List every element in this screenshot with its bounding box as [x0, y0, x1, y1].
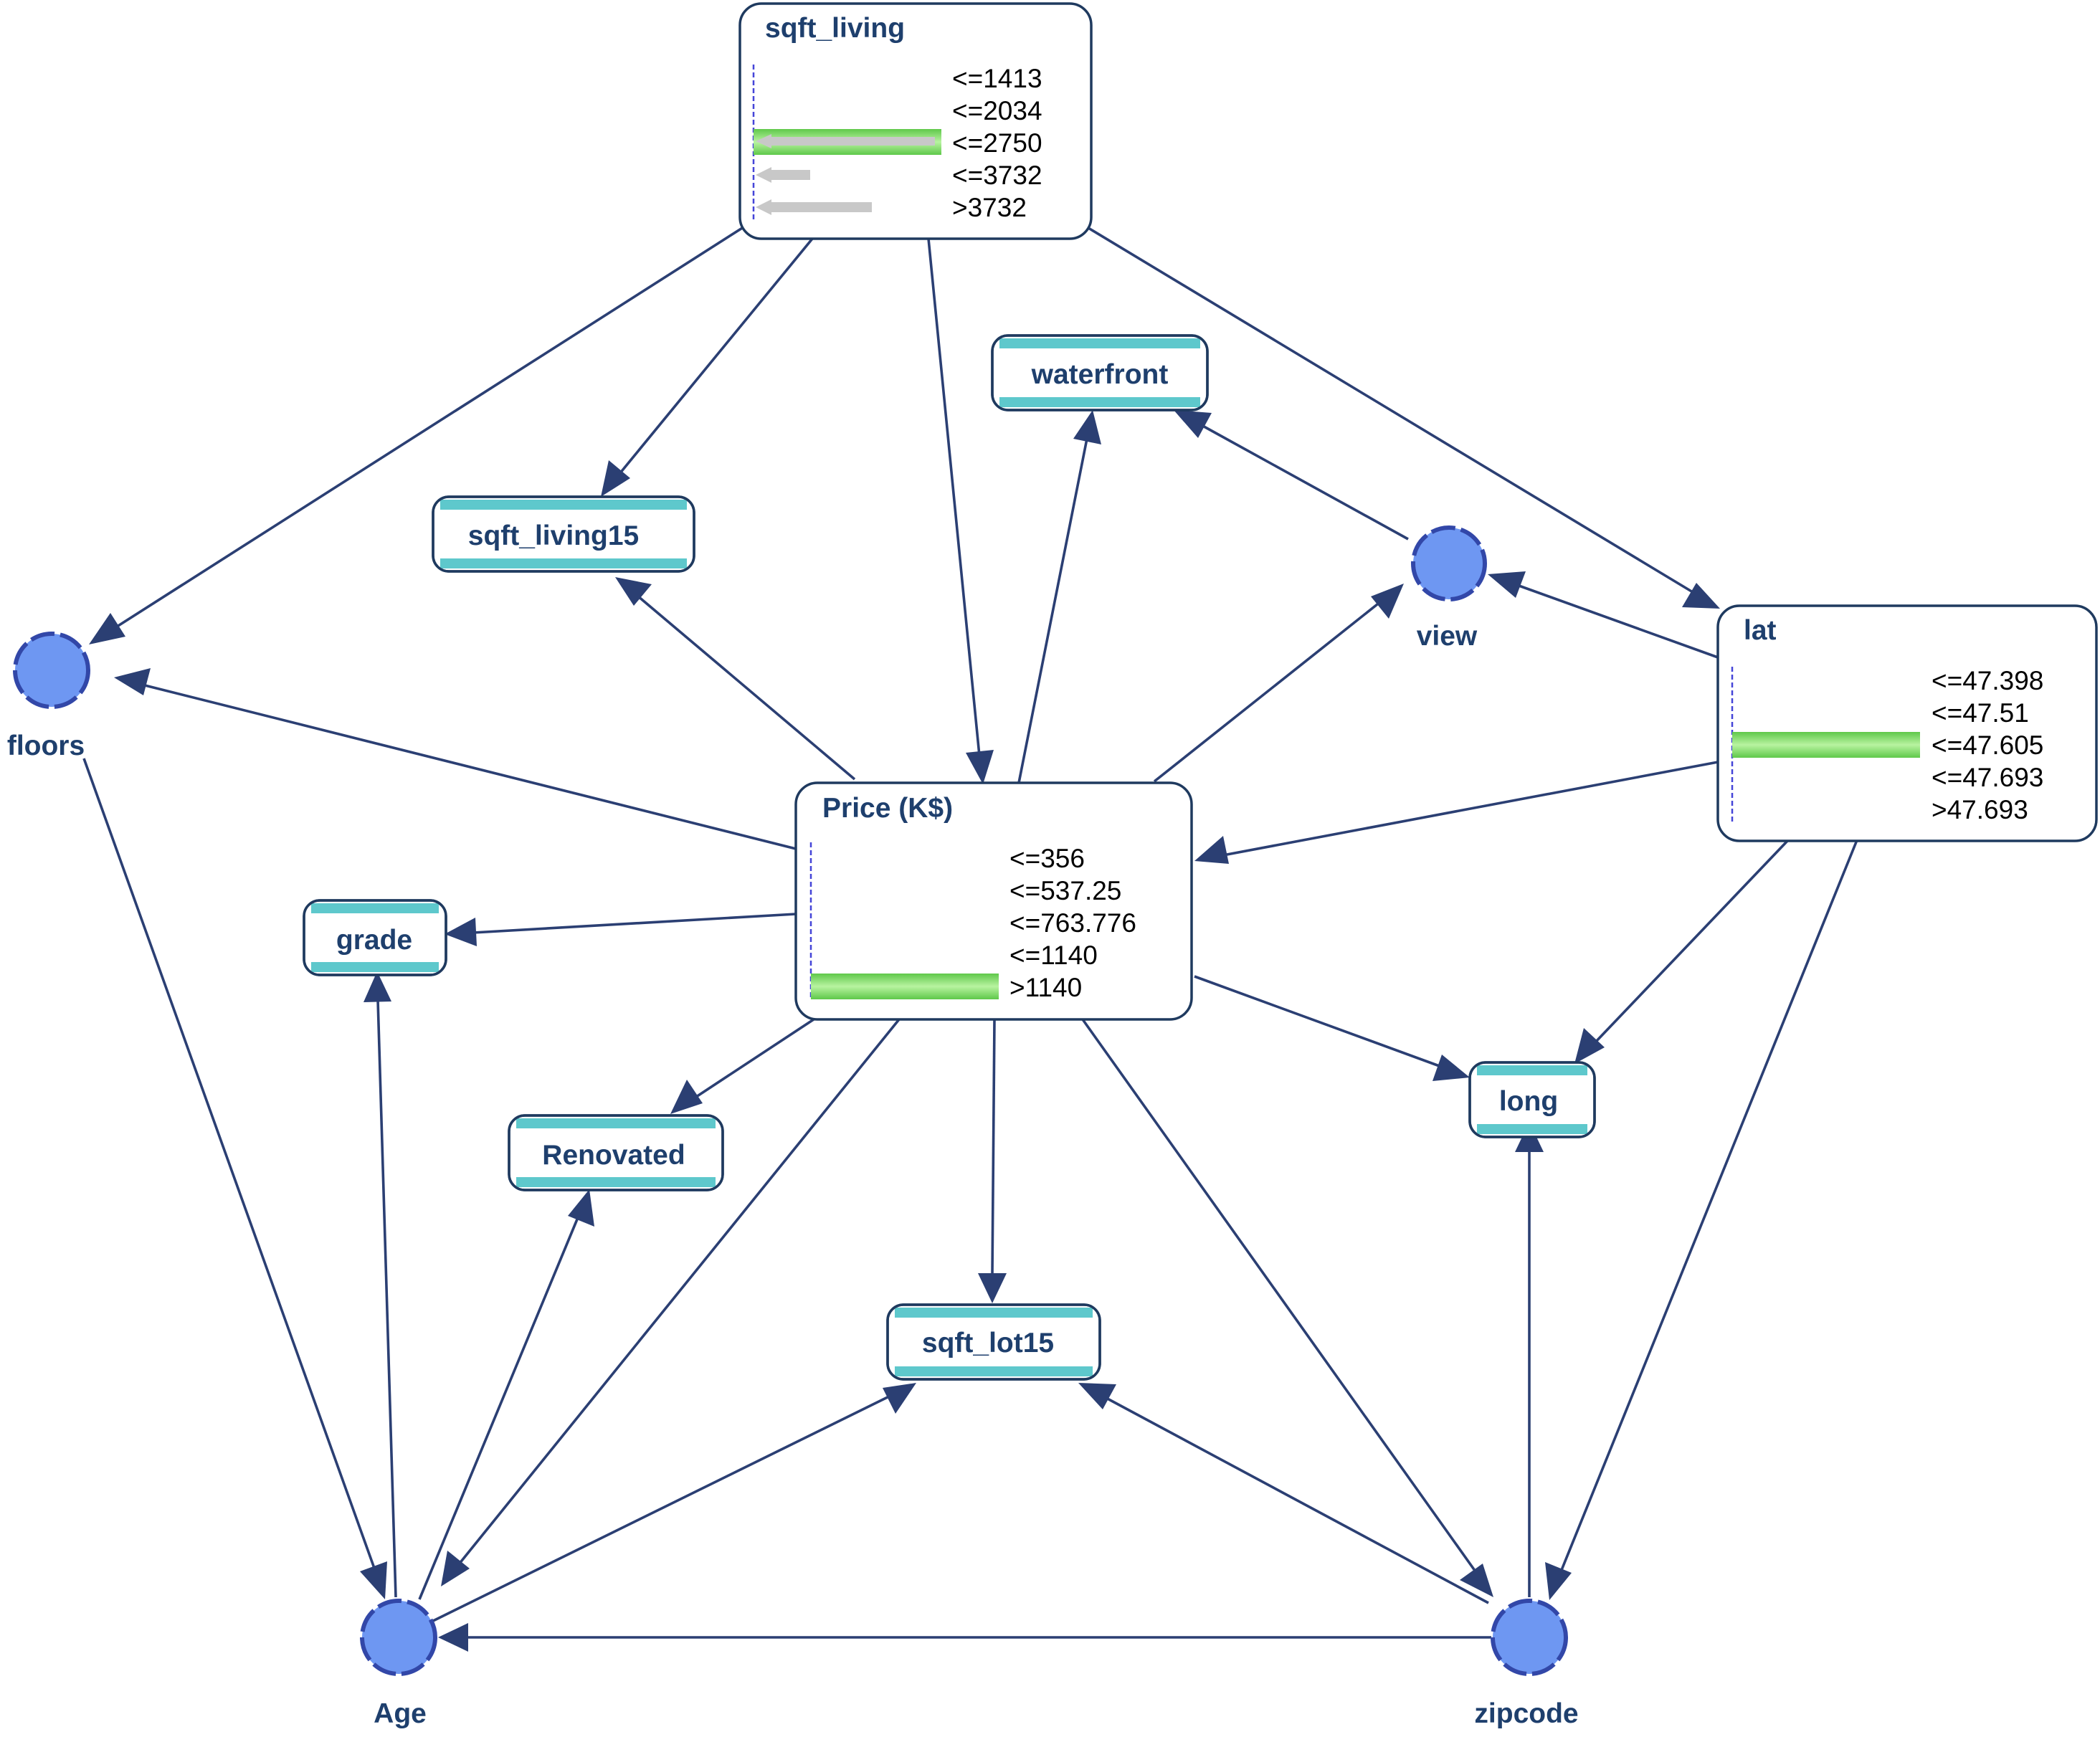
edge-view-to-waterfront [1174, 410, 1409, 541]
node-label: zipcode [1474, 1698, 1578, 1729]
state-label: <=1140 [1009, 941, 1098, 970]
monitor-title: Price (K$) [822, 793, 953, 824]
edge-lat-to-view [1488, 571, 1719, 659]
edge-price-to-sqft-living15 [615, 577, 856, 781]
monitor-price[interactable]: Price (K$) <=356 <=537.25 <=763.776 <=11… [794, 781, 1193, 1021]
state-bar-selected [811, 974, 999, 999]
node-renovated[interactable]: Renovated [508, 1114, 724, 1191]
state-label: <=537.25 [1009, 876, 1121, 905]
edge-price-to-sqft-lot15 [978, 1019, 1007, 1303]
edge-sqft-living-to-sqft-living15 [601, 237, 814, 497]
edge-age-to-sqft-lot15 [429, 1383, 916, 1624]
state-label: <=1413 [952, 64, 1042, 93]
node-label: grade [336, 925, 412, 956]
edge-lat-to-long [1574, 839, 1790, 1064]
state-bar-shift [769, 137, 935, 146]
edge-price-to-renovated [670, 1017, 817, 1114]
node-view[interactable]: view [1411, 525, 1487, 652]
node-floors[interactable]: floors [7, 632, 90, 761]
node-label: sqft_lot15 [922, 1328, 1054, 1358]
node-sqft-living15[interactable]: sqft_living15 [432, 495, 695, 573]
edge-zipcode-to-sqft-lot15 [1078, 1383, 1489, 1604]
arrow-left-icon [756, 134, 771, 148]
node-long[interactable]: long [1468, 1061, 1596, 1138]
state-label: <=356 [1009, 844, 1085, 873]
edges [82, 224, 1858, 1652]
node-label: Age [374, 1698, 427, 1729]
state-label: <=2034 [952, 96, 1042, 125]
edge-price-to-view [1153, 584, 1404, 783]
edge-price-to-long [1194, 975, 1470, 1081]
state-label: >3732 [952, 193, 1027, 222]
edge-price-to-grade [445, 913, 797, 946]
state-label: <=47.51 [1932, 698, 2029, 728]
state-bar-shift [769, 202, 872, 212]
node-label: Renovated [542, 1140, 685, 1171]
state-label: >1140 [1009, 973, 1082, 1002]
edge-age-to-renovated [418, 1189, 594, 1600]
state-label: <=47.605 [1932, 731, 2043, 760]
arrow-left-icon [756, 167, 771, 183]
state-label: >47.693 [1932, 795, 2028, 824]
edge-price-to-zipcode [1081, 1018, 1493, 1597]
node-sqft-lot15[interactable]: sqft_lot15 [886, 1303, 1101, 1381]
node-age[interactable]: Age [360, 1599, 437, 1729]
edge-price-to-age [441, 1018, 901, 1586]
edge-zipcode-to-long [1515, 1122, 1544, 1597]
edge-price-to-waterfront [1017, 410, 1101, 784]
edge-lat-to-zipcode [1545, 839, 1858, 1600]
state-label: <=47.398 [1932, 666, 2043, 695]
state-bar-shift [769, 170, 810, 180]
edge-sqft-living-to-lat [1088, 227, 1720, 609]
node-waterfront[interactable]: waterfront [991, 334, 1209, 411]
state-bar-selected [1732, 732, 1920, 758]
monitor-sqft-living[interactable]: sqft_living <=1413 <=2034 <=2750 <=3732 … [738, 2, 1093, 240]
edge-age-to-grade [364, 971, 397, 1598]
edge-price-to-floors [114, 668, 797, 850]
monitor-lat[interactable]: lat <=47.398 <=47.51 <=47.605 <=47.693 >… [1716, 604, 2098, 842]
edge-sqft-living-to-price [927, 238, 994, 784]
edge-floors-to-age [82, 758, 387, 1599]
arrow-left-icon [756, 199, 771, 215]
node-label: sqft_living15 [468, 520, 639, 551]
edge-sqft-living-to-floors [89, 224, 746, 644]
edge-zipcode-to-age [438, 1623, 1491, 1652]
state-label: <=763.776 [1009, 908, 1136, 938]
node-grade[interactable]: grade [303, 899, 447, 976]
monitor-title: sqft_living [765, 13, 905, 44]
state-label: <=3732 [952, 161, 1042, 190]
node-label: view [1417, 621, 1478, 652]
node-label: floors [7, 731, 85, 761]
node-zipcode[interactable]: zipcode [1474, 1599, 1579, 1729]
state-label: <=47.693 [1932, 763, 2043, 792]
state-label: <=2750 [952, 128, 1042, 158]
monitor-title: lat [1744, 615, 1777, 646]
node-label: long [1499, 1086, 1558, 1117]
edge-lat-to-price [1194, 761, 1719, 864]
node-label: waterfront [1031, 359, 1169, 390]
